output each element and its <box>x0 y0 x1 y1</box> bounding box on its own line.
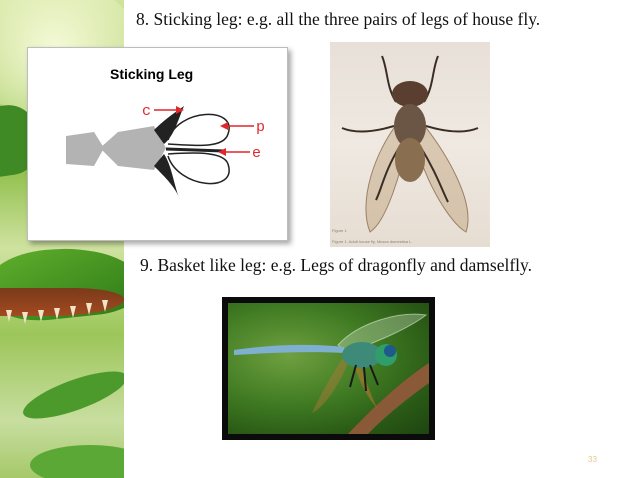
label-e: e <box>252 145 261 162</box>
leaf-image <box>18 362 124 428</box>
page-number: 33 <box>588 455 597 464</box>
dragonfly-illustration <box>234 313 429 434</box>
leg-segment-shape <box>66 132 104 166</box>
dragonfly-eye-shape <box>384 345 396 357</box>
dragonfly-leg-shape <box>369 364 379 386</box>
claw-shape <box>154 106 184 144</box>
arrowhead-e <box>218 148 226 156</box>
heading-basket-leg: 9. Basket like leg: e.g. Legs of dragonf… <box>140 255 533 275</box>
dragonfly-photo <box>222 297 435 440</box>
fly-caption-1: Figure 1 <box>332 228 347 233</box>
empodium-shape <box>165 147 225 153</box>
heading-sticking-leg: 8. Sticking leg: e.g. all the three pair… <box>136 9 541 29</box>
dragonfly-leg-shape <box>363 366 367 392</box>
fly-leg-shape <box>341 125 395 133</box>
dragonfly-wing-shape <box>312 359 348 413</box>
house-fly-image <box>341 55 479 233</box>
arrowhead-c <box>176 106 184 114</box>
label-p: p <box>256 119 265 136</box>
sticking-leg-illustration: c p e <box>66 103 265 200</box>
claw-shape <box>154 154 180 200</box>
diagram-title: Sticking Leg <box>110 66 194 82</box>
fly-thorax-shape <box>394 104 426 148</box>
fly-abdomen-shape <box>395 138 425 182</box>
fly-leg-shape <box>425 125 479 133</box>
sticking-leg-diagram: c p e Sticking Leg <box>27 47 288 241</box>
leg-segment-shape <box>100 126 166 170</box>
pulvillus-shape <box>167 152 230 185</box>
dragonfly-thorax-shape <box>342 342 382 368</box>
dragonfly-abdomen-shape <box>234 344 344 355</box>
fly-head-shape <box>392 81 428 107</box>
dragonfly-leg-shape <box>349 364 357 388</box>
leaf-image <box>30 445 124 478</box>
fly-caption-2: Figure 1. Adult house fly, Musca domesti… <box>332 239 413 244</box>
house-fly-photo: Figure 1 Figure 1. Adult house fly, Musc… <box>330 42 490 247</box>
branch-shape <box>348 363 429 434</box>
thorny-stem-image <box>0 288 124 324</box>
label-c: c <box>142 103 151 120</box>
dragonfly-image <box>228 303 429 434</box>
arrowhead-p <box>220 122 228 130</box>
pulvillus-shape <box>167 113 230 147</box>
